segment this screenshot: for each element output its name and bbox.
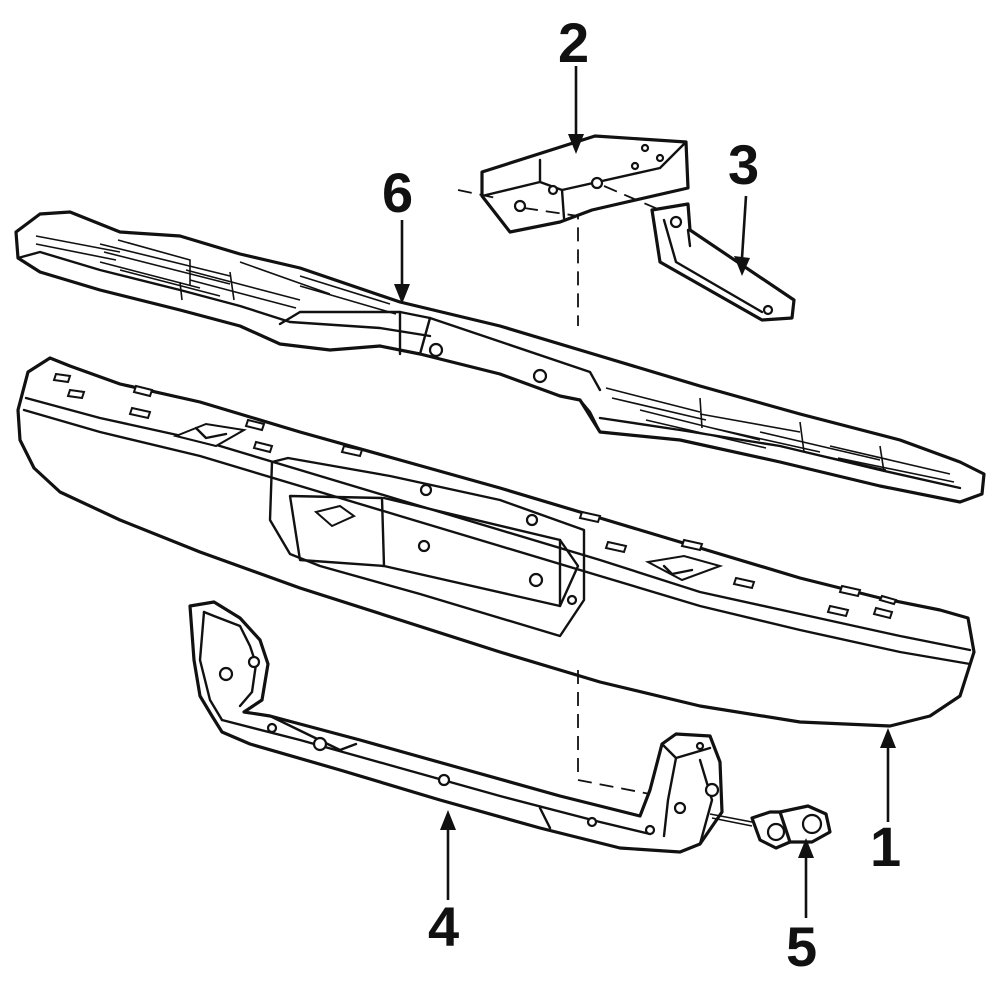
part-2-upper-bracket [480,134,690,234]
callout-1: 1 [870,815,901,878]
callout-5: 5 [786,915,817,978]
callout-6: 6 [382,161,413,224]
callout-labels: 1 2 3 4 5 6 [382,11,901,978]
alignment-lines [457,185,661,795]
part-3-side-brace [650,202,796,322]
callout-2: 2 [558,11,589,74]
part-5-bolt [709,804,832,850]
part-6-step-pad [14,210,986,504]
part-1-bumper-bar [16,356,976,728]
part-4-lower-bracket [188,600,724,854]
callout-3: 3 [728,133,759,196]
callout-leaders [394,66,896,918]
callout-4: 4 [428,895,459,958]
